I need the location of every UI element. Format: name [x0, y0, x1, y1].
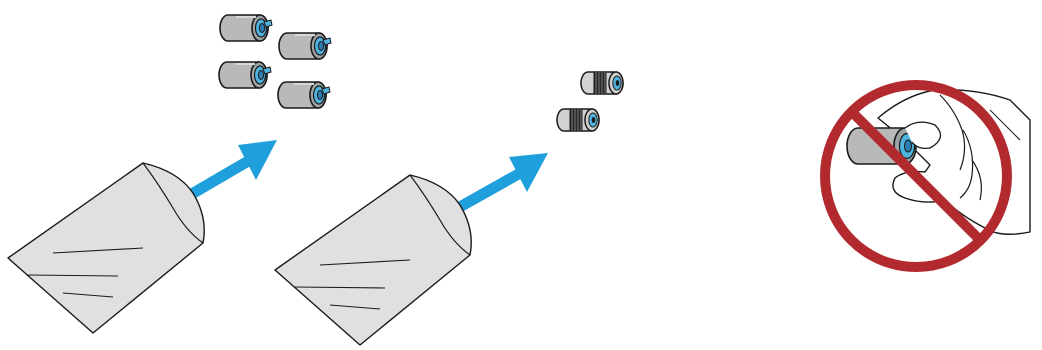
- pickup-roller-set-icon: [218, 14, 332, 109]
- arrow-icon: [187, 140, 277, 200]
- pickup-rollers-panel: [7, 14, 332, 334]
- arrow-icon: [455, 153, 548, 213]
- bag-icon: [7, 162, 205, 334]
- prohibition-sign-icon: [820, 80, 1012, 272]
- bag-icon: [274, 174, 472, 346]
- separation-roller-set-icon: [556, 71, 624, 132]
- separation-rollers-panel: [274, 71, 624, 346]
- do-not-touch-panel: [820, 80, 1031, 272]
